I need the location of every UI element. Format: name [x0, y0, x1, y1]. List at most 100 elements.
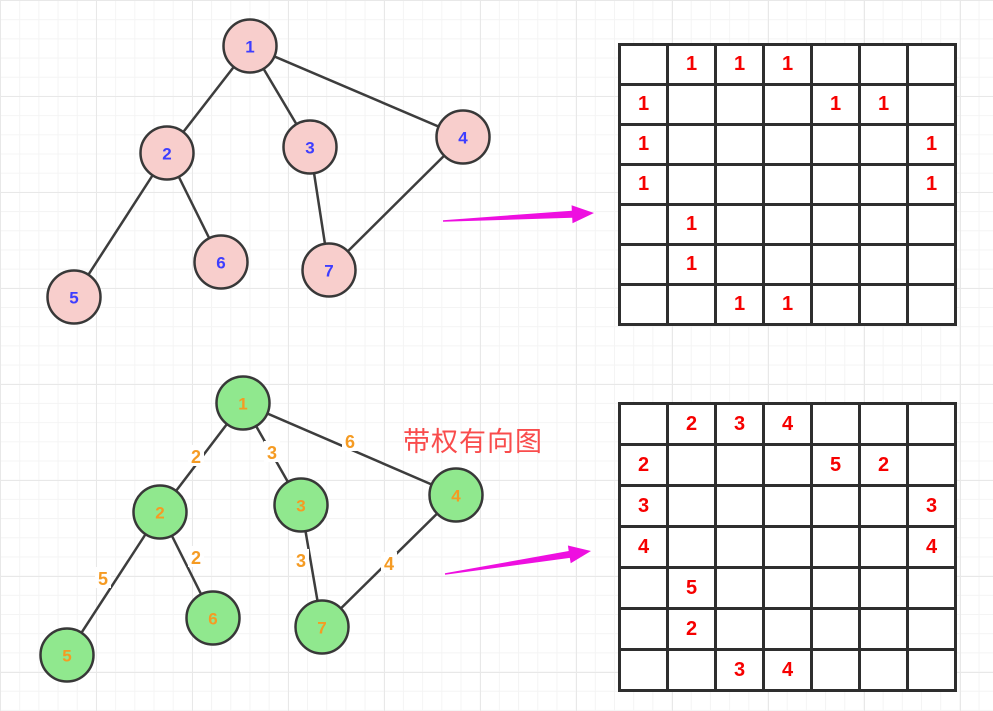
matrix-cell — [669, 126, 714, 163]
graph-node-label: 1 — [238, 395, 247, 414]
matrix-cell — [717, 86, 762, 123]
matrix-cell: 4 — [765, 405, 810, 443]
matrix-cell — [717, 126, 762, 163]
matrix-cell — [861, 286, 906, 323]
matrix-cell — [813, 610, 858, 648]
matrix-cell — [717, 569, 762, 607]
matrix-cell — [909, 405, 954, 443]
unweighted-graph-node-5 — [46, 269, 102, 325]
matrix-cell — [621, 246, 666, 283]
matrix-cell: 1 — [909, 166, 954, 203]
matrix-cell — [813, 246, 858, 283]
matrix-cell — [909, 86, 954, 123]
matrix-cell — [861, 487, 906, 525]
matrix-cell — [909, 246, 954, 283]
edge-weight-bg — [188, 546, 204, 567]
edge-weight-bg — [293, 549, 309, 570]
unweighted-graph-node-4 — [435, 109, 491, 165]
weighted-graph-node-4 — [428, 467, 484, 523]
matrix-cell — [669, 487, 714, 525]
matrix-cell — [813, 528, 858, 566]
matrix-cell — [717, 446, 762, 484]
weighted-graph-node-5 — [39, 627, 95, 683]
matrix-cell — [717, 166, 762, 203]
matrix-cell: 1 — [717, 46, 762, 83]
matrix-cell: 1 — [717, 286, 762, 323]
matrix-cell — [861, 405, 906, 443]
weighted-graph-node-6 — [185, 590, 241, 646]
edge-weight-label: 4 — [384, 554, 394, 574]
matrix-cell: 3 — [621, 487, 666, 525]
matrix-cell — [765, 610, 810, 648]
edge-weight-bg — [342, 430, 358, 451]
matrix-cell — [861, 569, 906, 607]
matrix-cell — [669, 446, 714, 484]
edge-weight-label: 6 — [345, 432, 355, 452]
graph-node-label: 7 — [317, 619, 326, 638]
matrix-cell — [861, 246, 906, 283]
matrix-cell: 1 — [909, 126, 954, 163]
matrix-cell — [909, 206, 954, 243]
edge-weight-label: 3 — [296, 551, 306, 571]
edge-weight-label: 2 — [191, 548, 201, 568]
unweighted-graph-node-3 — [282, 119, 338, 175]
graph-node-label: 4 — [451, 487, 461, 506]
matrix-cell: 1 — [669, 246, 714, 283]
matrix-cell — [813, 126, 858, 163]
weighted-graph-node-3 — [273, 477, 329, 533]
matrix-cell: 1 — [813, 86, 858, 123]
edge-weight-label: 5 — [98, 569, 108, 589]
matrix-cell: 1 — [621, 166, 666, 203]
graph-node-label: 6 — [208, 610, 217, 629]
matrix-cell: 2 — [621, 446, 666, 484]
matrix-cell — [813, 166, 858, 203]
matrix-cell — [669, 528, 714, 566]
matrix-cell — [621, 46, 666, 83]
matrix-cell — [813, 405, 858, 443]
matrix-cell: 2 — [669, 610, 714, 648]
matrix-cell — [909, 610, 954, 648]
unweighted-graph-node-2 — [139, 125, 195, 181]
matrix-cell — [621, 206, 666, 243]
matrix-cell — [765, 166, 810, 203]
matrix-cell — [765, 487, 810, 525]
edge-weight-bg — [381, 552, 397, 573]
matrix-cell — [717, 206, 762, 243]
matrix-cell — [717, 487, 762, 525]
matrix-cell — [813, 651, 858, 689]
matrix-cell: 1 — [621, 126, 666, 163]
matrix-cell — [909, 286, 954, 323]
matrix-cell — [861, 528, 906, 566]
matrix-cell — [861, 206, 906, 243]
matrix-cell: 3 — [717, 651, 762, 689]
weighted-graph-node-1 — [215, 375, 271, 431]
matrix-cell: 1 — [861, 86, 906, 123]
matrix-cell — [813, 286, 858, 323]
matrix-cell: 1 — [621, 86, 666, 123]
matrix-cell — [765, 446, 810, 484]
matrix-cell: 4 — [765, 651, 810, 689]
matrix-cell: 1 — [765, 46, 810, 83]
matrix-cell — [717, 610, 762, 648]
matrix-cell — [621, 286, 666, 323]
graph-node-label: 2 — [155, 504, 164, 523]
matrix-cell — [621, 405, 666, 443]
arrow-icon — [444, 545, 591, 575]
matrix-cell — [621, 651, 666, 689]
unweighted-graph-node-7 — [301, 242, 357, 298]
matrix-cell — [765, 246, 810, 283]
matrix-cell: 3 — [717, 405, 762, 443]
matrix-cell — [621, 610, 666, 648]
matrix-cell: 5 — [669, 569, 714, 607]
matrix-cell: 5 — [813, 446, 858, 484]
unweighted-graph-node-1 — [222, 18, 278, 74]
edge-weight-bg — [188, 445, 204, 466]
matrix-cell — [813, 206, 858, 243]
graph-node-label: 3 — [305, 139, 314, 158]
matrix-cell: 2 — [861, 446, 906, 484]
matrix-cell — [717, 528, 762, 566]
graph-node-label: 3 — [296, 497, 305, 516]
